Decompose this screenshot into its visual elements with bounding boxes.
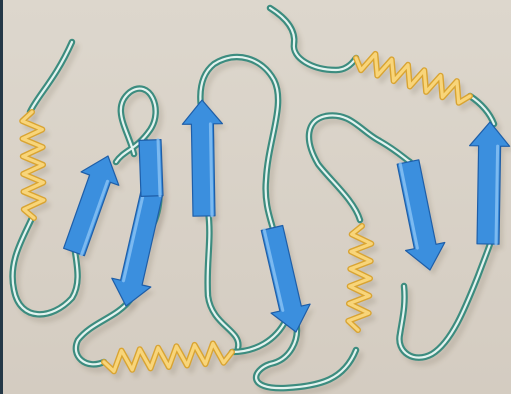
beta-strand-7-highlight	[158, 140, 160, 196]
left-edge-border	[0, 0, 3, 394]
beta-strand-3-highlight	[210, 124, 212, 216]
beta-strand-6-highlight	[496, 146, 498, 244]
beta-strand-7	[139, 140, 163, 197]
